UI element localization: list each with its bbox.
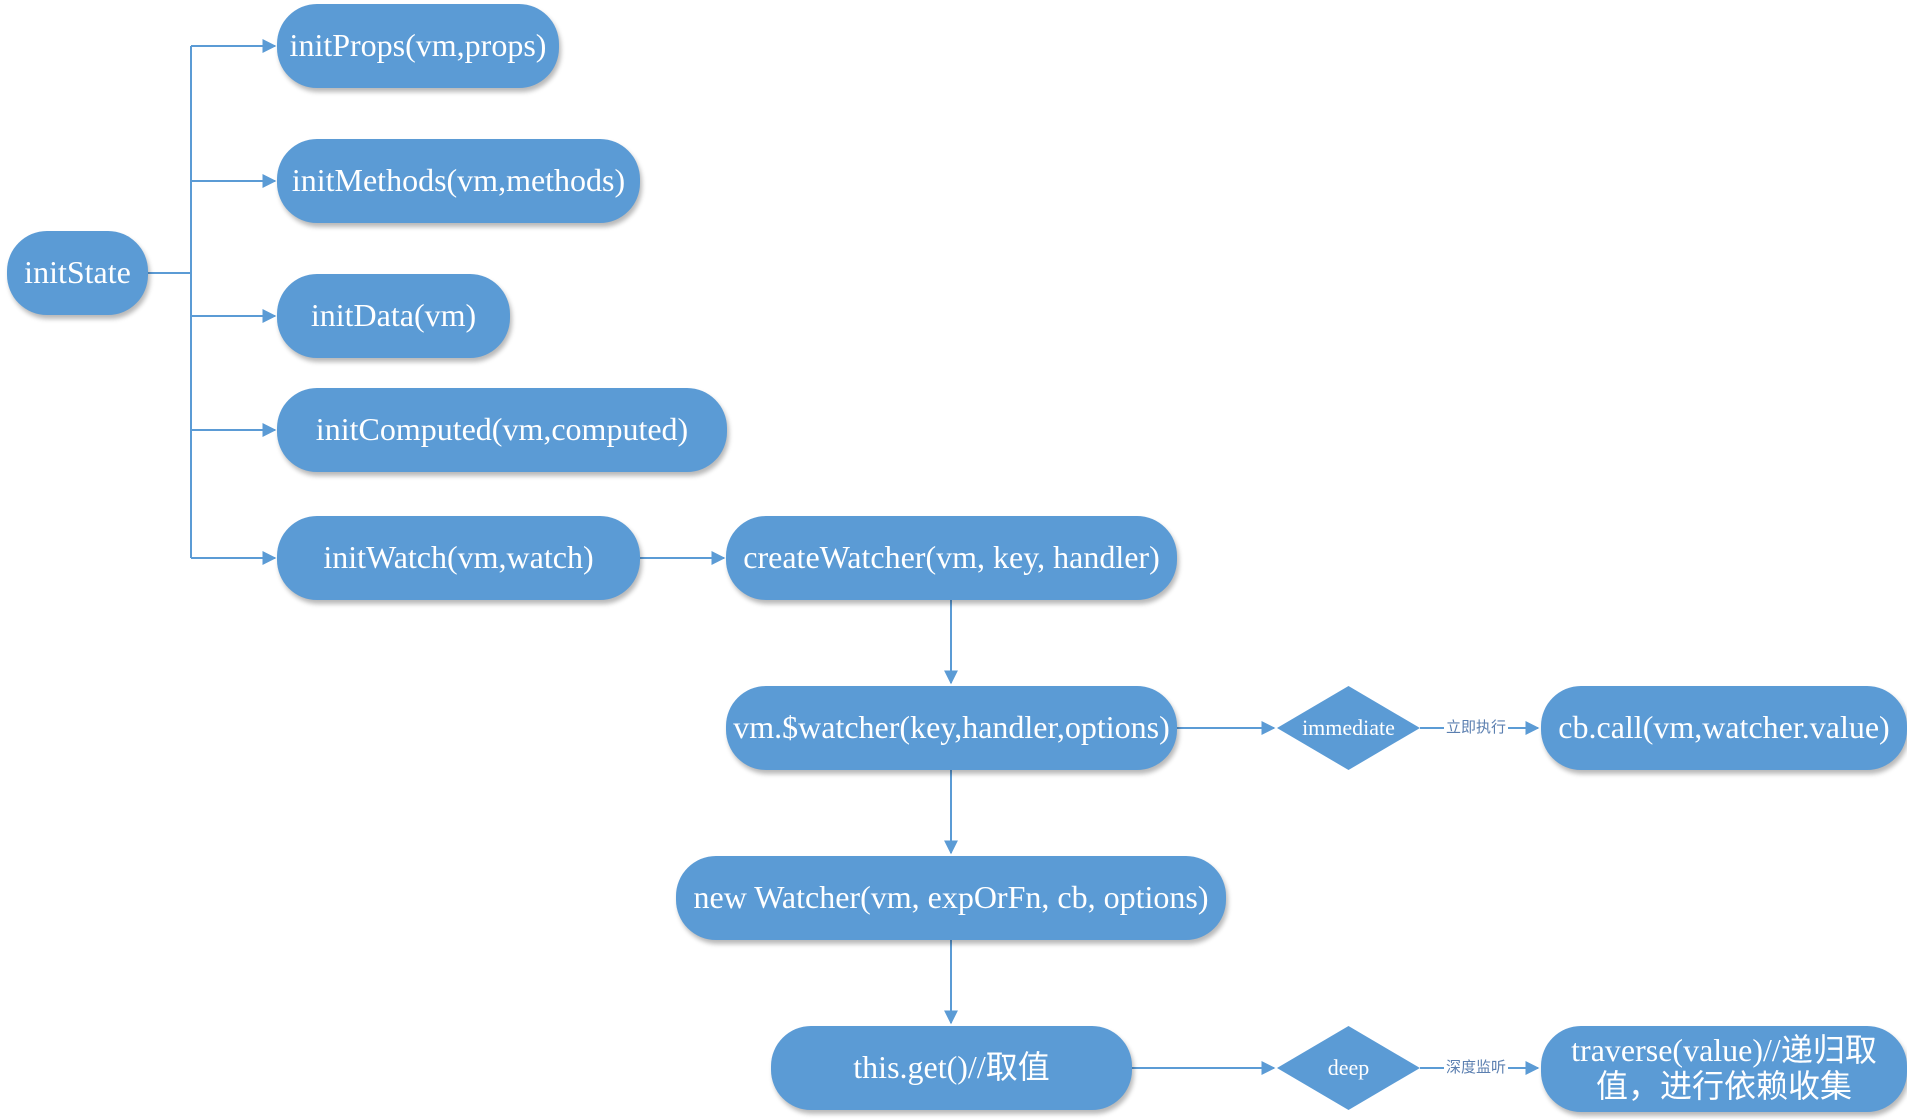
node-traverse: traverse(value)//递归取值，进行依赖收集 — [1541, 1026, 1907, 1112]
node-initprops: initProps(vm,props) — [277, 4, 559, 88]
edge-label-deep-watch: 深度监听 — [1444, 1058, 1509, 1076]
node-newwatcher: new Watcher(vm, expOrFn, cb, options) — [676, 856, 1226, 940]
node-initmethods: initMethods(vm,methods) — [277, 139, 640, 223]
edge-label-immediate-exec: 立即执行 — [1444, 718, 1509, 736]
decision-deep: deep — [1277, 1026, 1420, 1110]
node-cbcall: cb.call(vm,watcher.value) — [1541, 686, 1907, 770]
node-thisget: this.get()//取值 — [771, 1026, 1132, 1110]
node-initcomputed: initComputed(vm,computed) — [277, 388, 727, 472]
diamond-shape-deep — [1277, 1026, 1420, 1110]
decision-immediate: immediate — [1277, 686, 1420, 770]
decision-deep-label: deep — [1327, 1055, 1370, 1080]
node-initwatch: initWatch(vm,watch) — [277, 516, 640, 600]
node-vmwatcher: vm.$watcher(key,handler,options) — [726, 686, 1177, 770]
node-createwatcher: createWatcher(vm, key, handler) — [726, 516, 1177, 600]
node-initstate: initState — [7, 231, 148, 315]
diamond-shape-immediate — [1277, 686, 1420, 770]
node-initdata: initData(vm) — [277, 274, 510, 358]
decision-immediate-label: immediate — [1302, 715, 1395, 740]
